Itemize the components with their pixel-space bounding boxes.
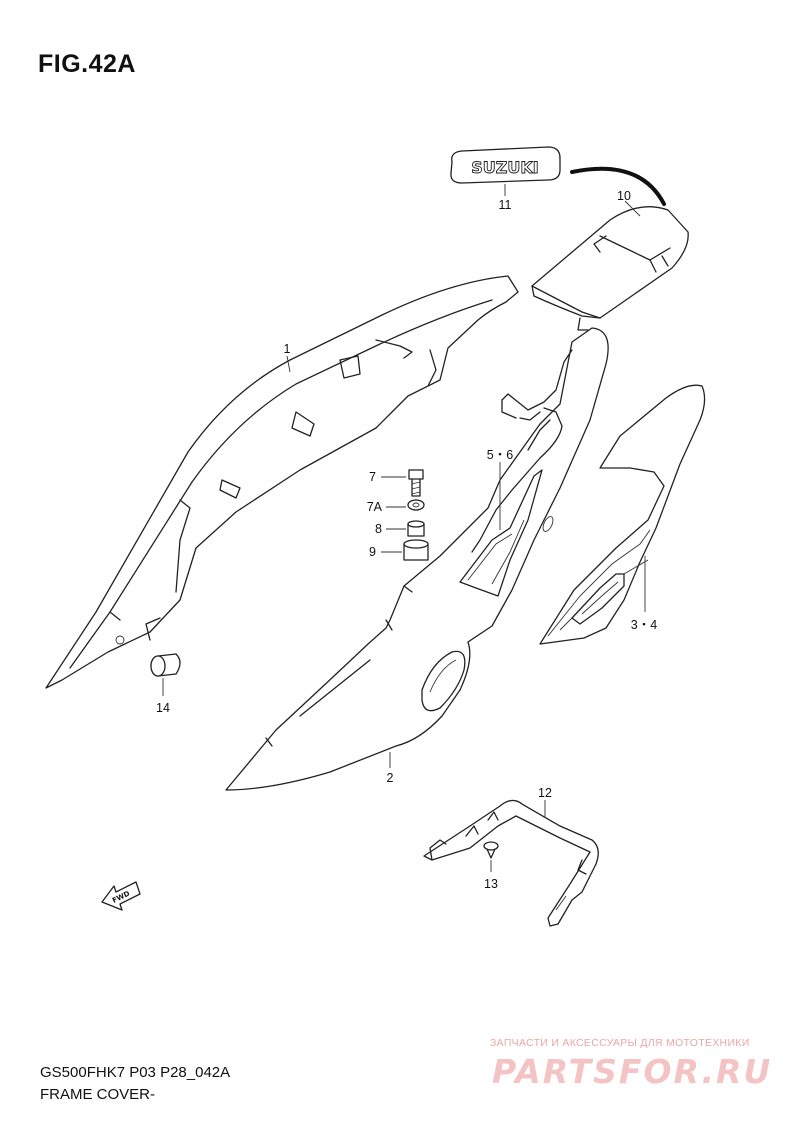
callout-13[interactable]: 13 [484,877,498,891]
callout-1[interactable]: 1 [284,342,291,356]
callout-3-4[interactable]: 3・4 [631,618,657,632]
callout-14[interactable]: 14 [156,701,170,715]
fwd-arrow-icon: FWD [101,881,141,911]
figure-title: FIG.42A [38,50,136,78]
emblem-text: SUZUKI [471,158,538,177]
callout-7[interactable]: 7 [369,470,376,484]
part-1-frame-cover[interactable] [45,275,519,689]
part-10-tail-cover[interactable] [531,166,689,331]
callout-12[interactable]: 12 [538,786,552,800]
section-name: FRAME COVER- [40,1086,156,1103]
callout-11[interactable]: 11 [499,198,512,212]
part-3-4-side-decal[interactable] [539,384,706,645]
watermark-logo: PARTSFOR.RU [492,1052,773,1091]
part-7-bolt[interactable] [408,469,424,497]
callout-9[interactable]: 9 [369,545,376,559]
model-code: GS500FHK7 P03 P28_042A [40,1064,231,1081]
part-13-clip[interactable] [483,841,499,859]
part-8-collar[interactable] [407,520,425,537]
leader-1 [286,355,291,373]
part-12-rail-bracket[interactable] [423,799,599,927]
part-2-frame-cover[interactable] [225,327,609,791]
callout-7a[interactable]: 7A [367,500,383,514]
part-11-emblem[interactable]: SUZUKI [450,146,561,184]
callout-8[interactable]: 8 [375,522,382,536]
callout-5-6[interactable]: 5・6 [487,448,513,462]
callout-10[interactable]: 10 [617,189,631,203]
part-14-cushion[interactable] [150,653,181,677]
part-7a-washer[interactable] [407,499,425,511]
leader-10 [624,200,641,217]
callout-2[interactable]: 2 [387,771,394,785]
part-9-cushion[interactable] [403,539,429,561]
watermark-tagline: ЗАПЧАСТИ И АКСЕССУАРЫ ДЛЯ МОТОТЕХНИКИ [490,1037,750,1049]
